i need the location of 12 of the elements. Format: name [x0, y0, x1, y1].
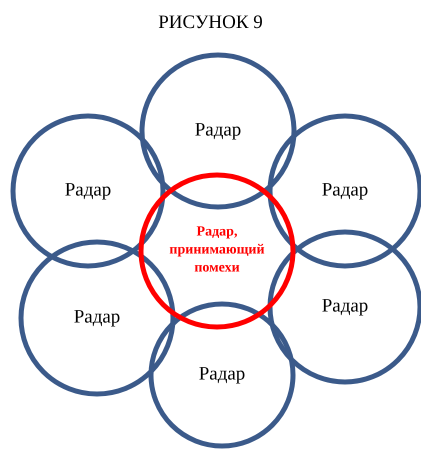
node-label: Радар — [64, 178, 112, 203]
node-label: Радар — [320, 178, 370, 203]
circle-node — [146, 299, 298, 450]
diagram-title: РИСУНОК 9 — [157, 12, 264, 34]
node-label: Радар — [194, 118, 242, 143]
circle-node — [136, 170, 298, 332]
node-label: Радар, принимающий помехи — [168, 224, 266, 278]
node-label: Радар — [72, 306, 122, 330]
circle-node — [8, 111, 168, 271]
circle-node — [137, 50, 299, 212]
node-label: Радар — [320, 294, 370, 319]
node-label: Радар — [198, 362, 246, 387]
